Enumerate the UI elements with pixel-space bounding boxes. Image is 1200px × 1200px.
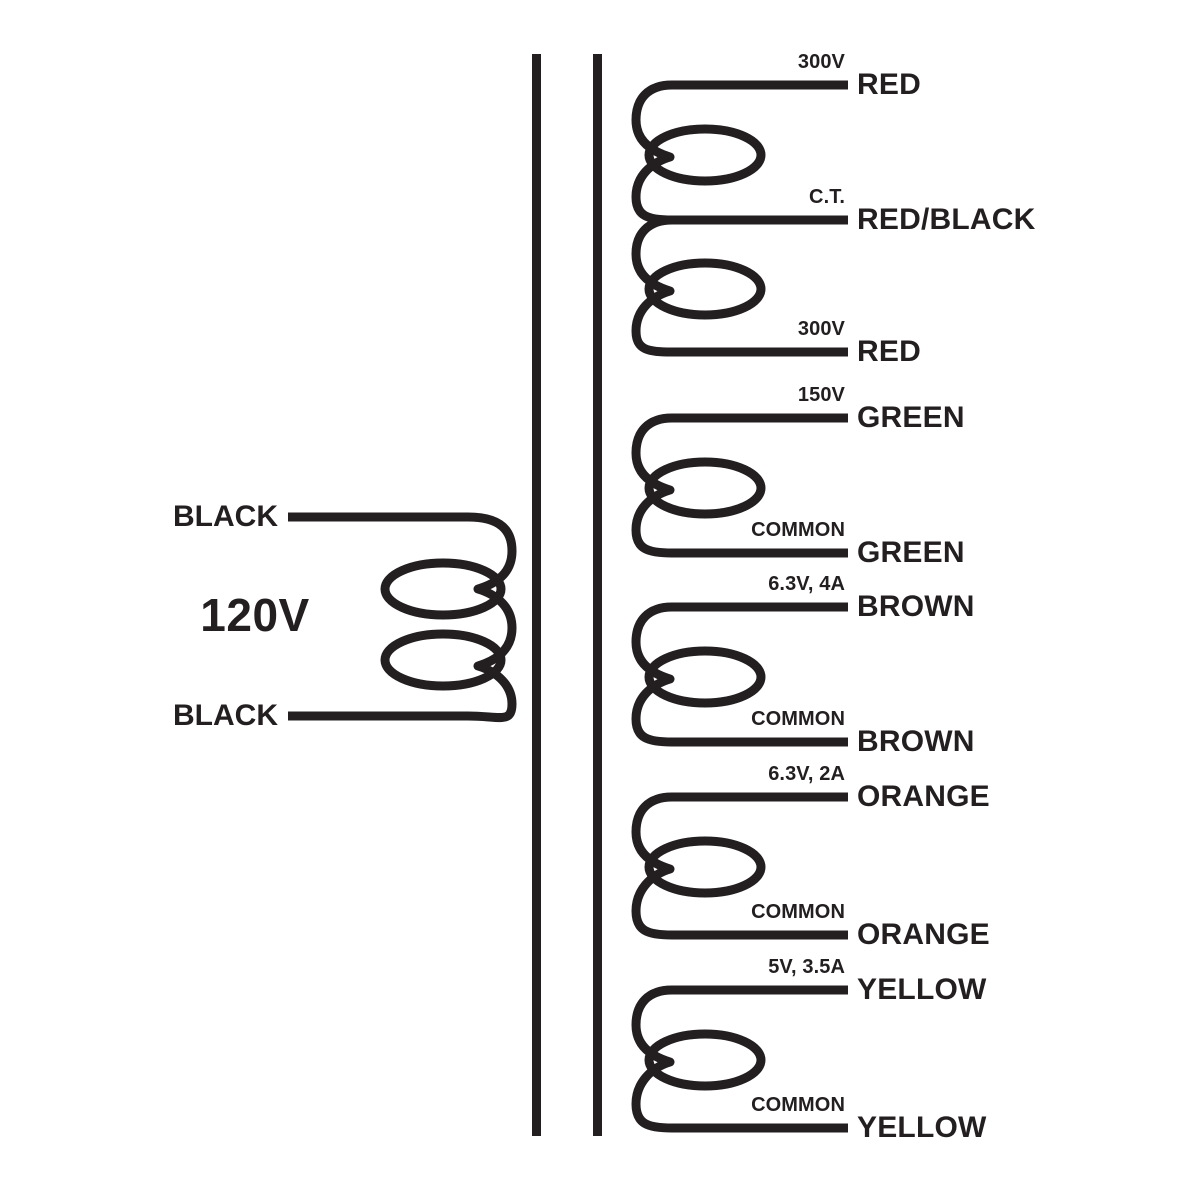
terminal-red-black-ct: RED/BLACK bbox=[857, 203, 1036, 236]
primary-winding bbox=[288, 512, 517, 723]
winding-yellow-graphic bbox=[631, 985, 848, 1133]
terminal-red-bottom: RED bbox=[857, 335, 921, 368]
terminal-yellow-top: YELLOW bbox=[857, 973, 987, 1006]
core-bar-right bbox=[593, 54, 602, 1136]
red-lower-bracket bbox=[631, 215, 848, 357]
orange-bracket bbox=[631, 792, 848, 940]
primary-voltage-label: 120V bbox=[200, 589, 310, 641]
red-upper-bracket bbox=[631, 80, 848, 225]
red-upper-turn bbox=[644, 124, 766, 186]
primary-turn-2 bbox=[380, 629, 506, 691]
green-bracket bbox=[631, 413, 848, 558]
caption-yellow-top: 5V, 3.5A bbox=[768, 956, 845, 978]
brown-turn bbox=[644, 646, 766, 708]
red-lower-turn bbox=[644, 258, 766, 320]
caption-brown-top: 6.3V, 4A bbox=[768, 573, 845, 595]
caption-red-bottom: 300V bbox=[797, 318, 845, 340]
transformer-core bbox=[532, 54, 602, 1136]
primary-turn-1 bbox=[380, 558, 506, 620]
caption-yellow-common: COMMON bbox=[751, 1094, 845, 1116]
terminal-green-top: GREEN bbox=[857, 401, 965, 434]
terminal-brown-common: BROWN bbox=[857, 725, 975, 758]
yellow-bracket bbox=[631, 985, 848, 1133]
caption-center-tap: C.T. bbox=[809, 186, 845, 208]
terminal-orange-common: ORANGE bbox=[857, 918, 990, 951]
terminal-yellow-common: YELLOW bbox=[857, 1111, 987, 1144]
core-bar-left bbox=[532, 54, 541, 1136]
orange-turn bbox=[644, 836, 766, 898]
green-turn bbox=[644, 457, 766, 519]
caption-green-top: 150V bbox=[797, 384, 845, 406]
terminal-brown-top: BROWN bbox=[857, 590, 975, 623]
winding-red-ct-graphic bbox=[631, 80, 848, 357]
primary-lead-top-label: BLACK bbox=[173, 500, 278, 533]
primary-bracket bbox=[467, 512, 517, 723]
caption-brown-common: COMMON bbox=[751, 708, 845, 730]
caption-green-common: COMMON bbox=[751, 519, 845, 541]
caption-orange-common: COMMON bbox=[751, 901, 845, 923]
winding-brown-graphic bbox=[631, 602, 848, 747]
yellow-turn bbox=[644, 1029, 766, 1091]
caption-red-top: 300V bbox=[797, 51, 845, 73]
terminal-red-top: RED bbox=[857, 68, 921, 101]
brown-bracket bbox=[631, 602, 848, 747]
primary-lead-bottom-label: BLACK bbox=[173, 699, 278, 732]
terminal-orange-top: ORANGE bbox=[857, 780, 990, 813]
caption-orange-top: 6.3V, 2A bbox=[768, 763, 845, 785]
winding-orange-graphic bbox=[631, 792, 848, 940]
terminal-green-common: GREEN bbox=[857, 536, 965, 569]
winding-green-graphic bbox=[631, 413, 848, 558]
